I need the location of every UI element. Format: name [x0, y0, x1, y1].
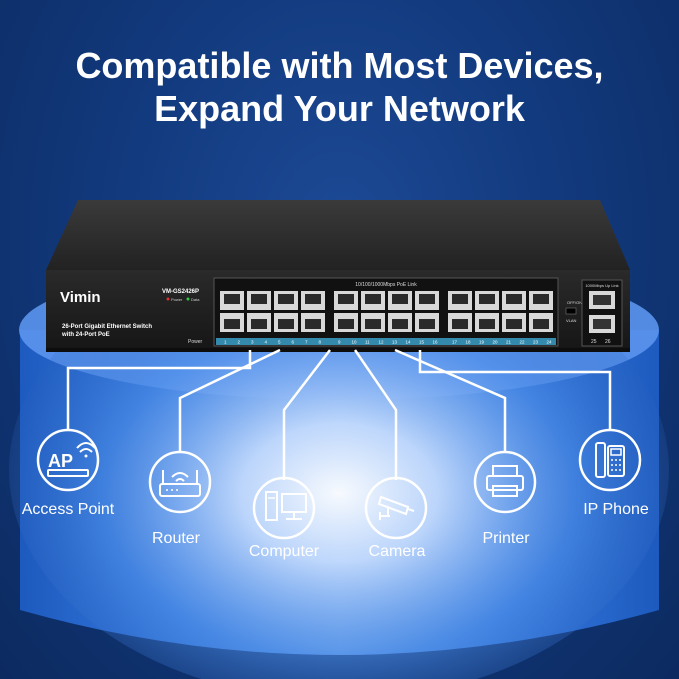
rj45-port-13 — [388, 291, 412, 310]
headline: Compatible with Most Devices, Expand You… — [0, 44, 679, 130]
rj45-port-23 — [529, 291, 553, 310]
port-number-18: 18 — [466, 340, 472, 345]
port-number-5: 5 — [278, 340, 281, 345]
switch-top — [46, 200, 630, 270]
device-icons: AP — [36, 428, 642, 540]
port-number-7: 7 — [305, 340, 308, 345]
brand-label: Vimin — [60, 289, 101, 306]
rj45-port-2 — [220, 313, 244, 332]
port-number-10: 10 — [352, 340, 358, 345]
port-number-9: 9 — [338, 340, 341, 345]
svg-text:AP: AP — [48, 451, 73, 471]
port-number-24: 24 — [547, 340, 553, 345]
rj45-port-9 — [334, 291, 358, 310]
rj45-port-16 — [415, 313, 439, 332]
port-number-22: 22 — [520, 340, 526, 345]
port-number-20: 20 — [493, 340, 499, 345]
uplink-port-number-26: 26 — [605, 339, 611, 345]
printer-icon — [473, 450, 537, 514]
rj45-port-15 — [415, 291, 439, 310]
rj45-port-1 — [220, 291, 244, 310]
line-router — [178, 348, 281, 452]
port-number-19: 19 — [479, 340, 485, 345]
line-computer — [282, 349, 331, 480]
uplink-port-25 — [589, 291, 615, 309]
rj45-port-14 — [388, 313, 412, 332]
headline-line-2: Expand Your Network — [154, 88, 525, 129]
port-number-14: 14 — [406, 340, 412, 345]
off-on-label: OFF/ON — [567, 300, 582, 305]
rj45-port-6 — [274, 313, 298, 332]
router-icon — [148, 450, 212, 514]
rj45-port-22 — [502, 313, 526, 332]
line-camera — [353, 349, 398, 480]
port-number-15: 15 — [419, 340, 425, 345]
rj45-port-20 — [475, 313, 499, 332]
line-ip-phone — [418, 350, 612, 430]
ip-phone-icon — [578, 428, 642, 492]
rj45-port-5 — [274, 291, 298, 310]
rj45-port-12 — [361, 313, 385, 332]
port-number-3: 3 — [251, 340, 254, 345]
network-switch: Vimin VM-GS2426P Power Data 26-Port Giga… — [46, 200, 630, 352]
port-panel — [213, 277, 559, 347]
model-label: VM-GS2426P — [162, 289, 199, 295]
access-point-icon: AP — [36, 428, 100, 492]
connection-lines — [66, 348, 612, 480]
port-number-1: 1 — [224, 340, 227, 345]
rj45-port-18 — [448, 313, 472, 332]
line-printer — [394, 348, 507, 452]
device-label-computer: Computer — [248, 543, 320, 560]
port-number-13: 13 — [392, 340, 398, 345]
uplink-label: 1000Mbps Up Link — [585, 283, 618, 288]
port-number-21: 21 — [506, 340, 512, 345]
rj45-port-4 — [247, 313, 271, 332]
power-label: Power — [188, 339, 203, 345]
computer-icon — [252, 476, 316, 540]
port-number-11: 11 — [365, 340, 370, 345]
description-line-1: 26-Port Gigabit Ethernet Switch — [62, 324, 152, 330]
rj45-port-10 — [334, 313, 358, 332]
line-access-point — [66, 350, 252, 430]
port-number-16: 16 — [433, 340, 439, 345]
port-number-4: 4 — [265, 340, 268, 345]
port-number-12: 12 — [379, 340, 385, 345]
led-data-label: Data — [191, 297, 200, 302]
port-led-strip — [216, 338, 556, 345]
uplink-port-26 — [589, 315, 615, 333]
uplink-port-number-25: 25 — [591, 339, 597, 345]
port-number-23: 23 — [533, 340, 539, 345]
device-label-access-point: Access Point — [21, 501, 115, 518]
data-led — [186, 297, 190, 301]
device-label-router: Router — [151, 530, 201, 547]
device-label-printer: Printer — [482, 530, 530, 547]
rj45-port-21 — [502, 291, 526, 310]
port-number-17: 17 — [452, 340, 458, 345]
rj45-port-17 — [448, 291, 472, 310]
rj45-port-24 — [529, 313, 553, 332]
port-number-2: 2 — [238, 340, 241, 345]
device-label-camera: Camera — [368, 543, 426, 560]
led-power-label: Power — [171, 297, 183, 302]
vlan-switch — [565, 307, 577, 315]
poe-link-label: 10/100/1000Mbps PoE Link — [355, 282, 417, 288]
rj45-port-3 — [247, 291, 271, 310]
rj45-port-19 — [475, 291, 499, 310]
description-line-2: with 24-Port PoE — [61, 332, 110, 338]
uplink-panel — [581, 279, 623, 347]
rj45-port-7 — [301, 291, 325, 310]
device-label-ip-phone: IP Phone — [583, 501, 649, 518]
headline-line-1: Compatible with Most Devices, — [75, 45, 604, 86]
vlan-label: VLAN — [566, 318, 577, 323]
camera-icon — [364, 476, 428, 540]
port-number-6: 6 — [292, 340, 295, 345]
power-led — [166, 297, 170, 301]
rj45-ports — [220, 291, 553, 332]
rj45-port-11 — [361, 291, 385, 310]
port-number-8: 8 — [319, 340, 322, 345]
rj45-port-8 — [301, 313, 325, 332]
